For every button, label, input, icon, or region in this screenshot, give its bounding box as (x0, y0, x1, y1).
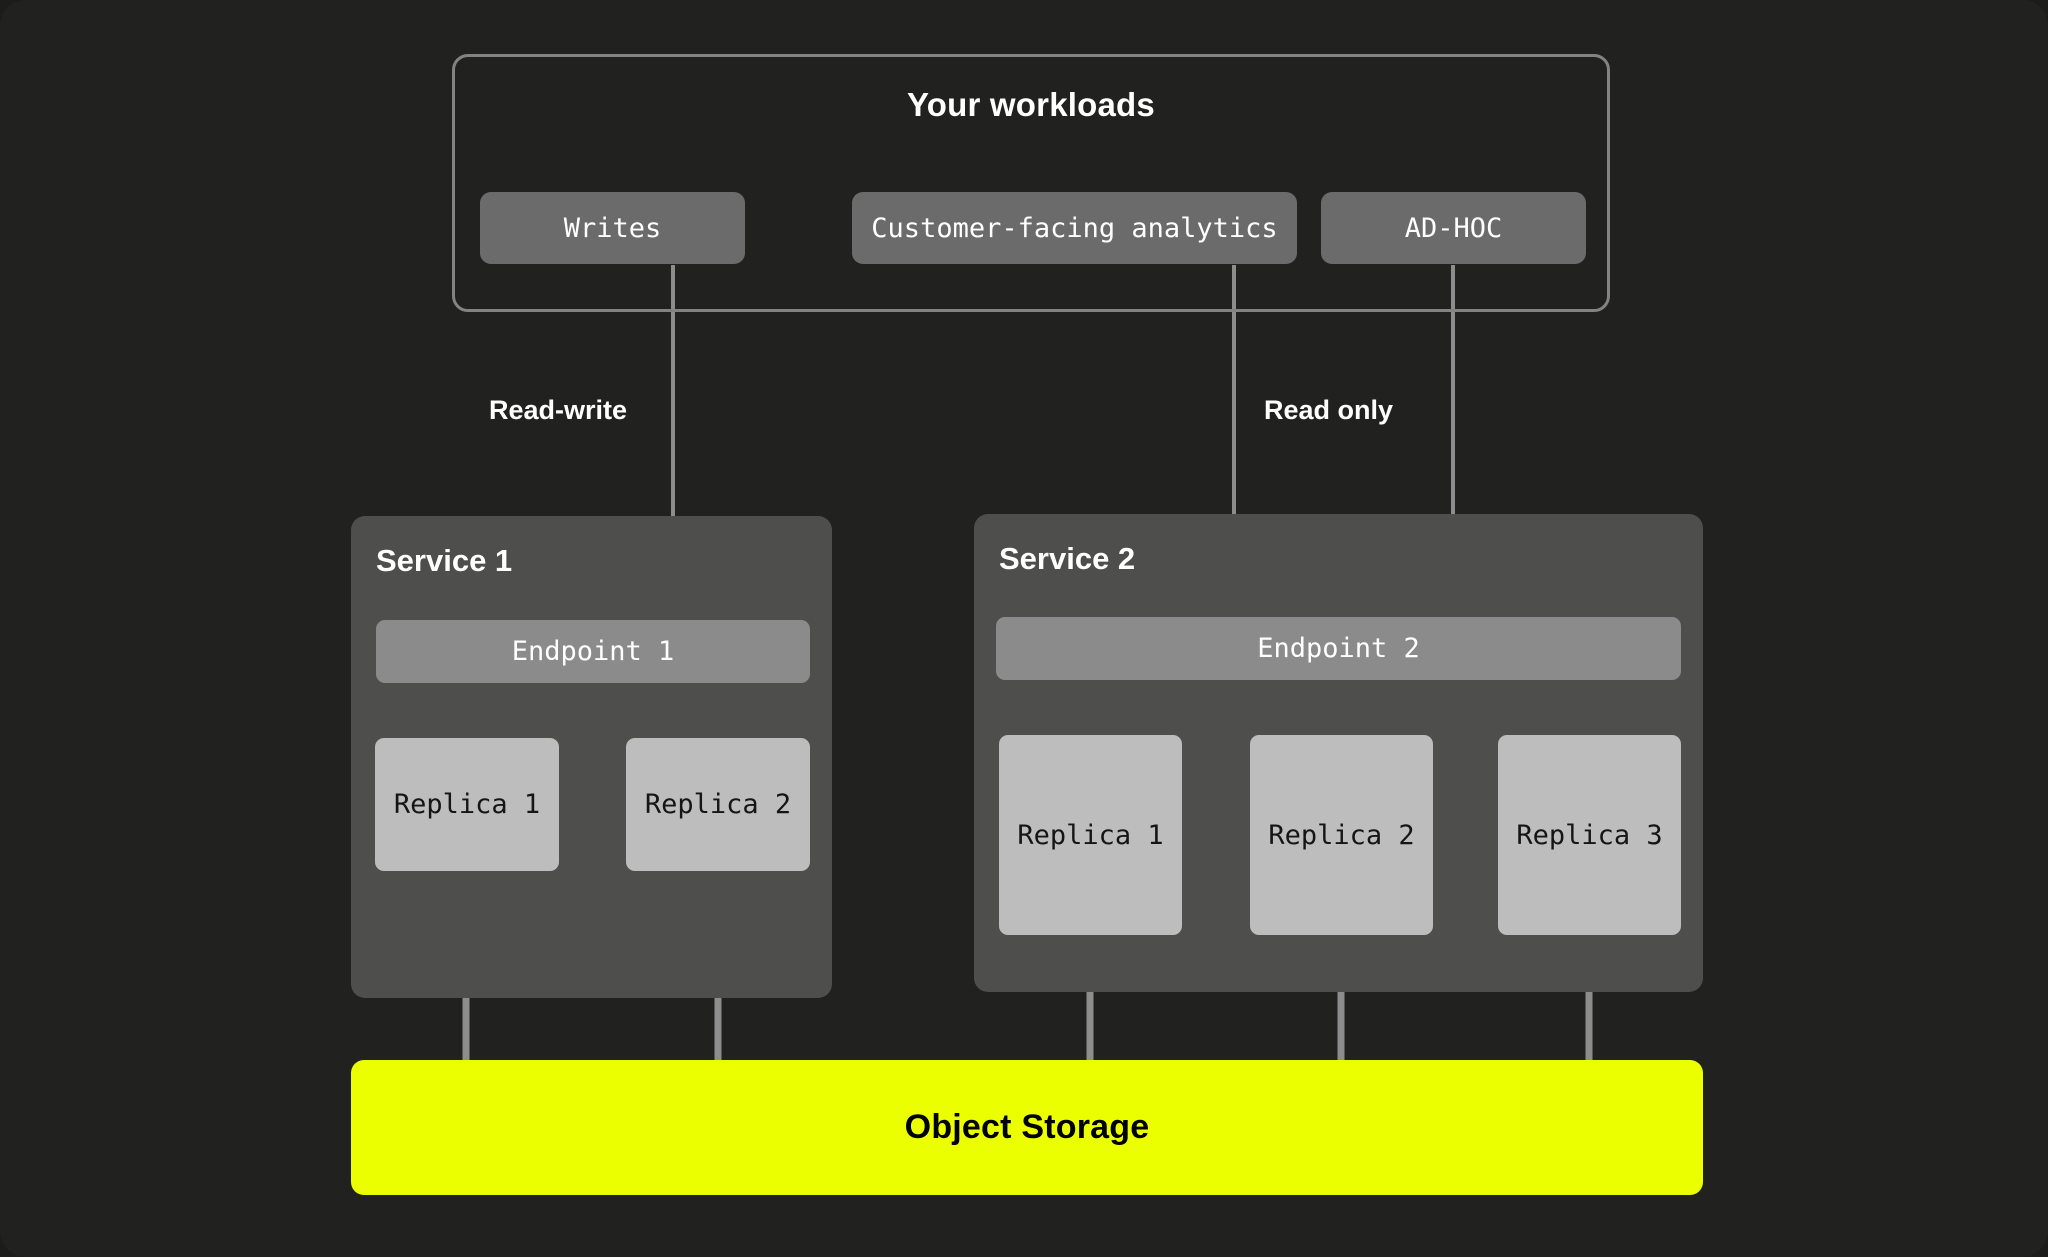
service-2-replica-2[interactable]: Replica 2 (1250, 735, 1433, 935)
edge-label-read-only: Read only (1264, 395, 1394, 425)
service-1-replica-1[interactable]: Replica 1 (375, 738, 559, 871)
service-2-replica-3[interactable]: Replica 3 (1498, 735, 1681, 935)
object-storage-bar[interactable]: Object Storage (351, 1060, 1703, 1195)
workloads-container (452, 54, 1610, 312)
endpoint-1[interactable]: Endpoint 1 (376, 620, 810, 683)
workload-chip-ad-hoc[interactable]: AD-HOC (1321, 192, 1586, 264)
service-1-replica-2[interactable]: Replica 2 (626, 738, 810, 871)
workloads-title: Your workloads (907, 86, 1155, 123)
service-1-title: Service 1 (376, 543, 513, 578)
service-2-title: Service 2 (999, 541, 1136, 576)
workload-chip-customer-facing-analytics[interactable]: Customer-facing analytics (852, 192, 1297, 264)
edge-label-read-write: Read-write (489, 395, 628, 425)
object-storage-label: Object Storage (904, 1108, 1150, 1146)
service-2-replica-1[interactable]: Replica 1 (999, 735, 1182, 935)
endpoint-2[interactable]: Endpoint 2 (996, 617, 1681, 680)
workload-chip-writes[interactable]: Writes (480, 192, 745, 264)
